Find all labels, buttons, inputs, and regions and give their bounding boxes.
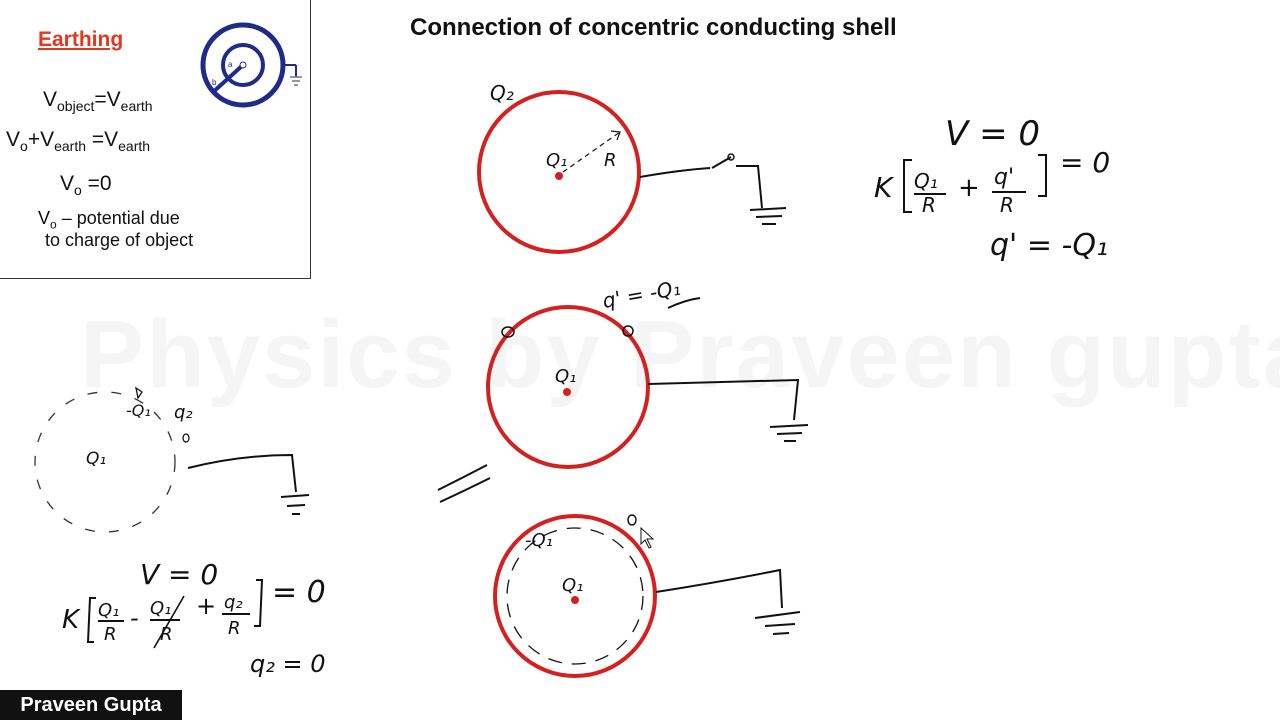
cancel-stroke — [153, 595, 185, 649]
cursor-icon — [640, 526, 655, 549]
eq-minus: - — [130, 604, 139, 632]
shell-diagram-bottom: Q₁ -Q₁ — [493, 514, 801, 678]
eq-v-zero: V = 0 — [140, 558, 218, 591]
svg-text:a: a — [228, 60, 233, 69]
label-q1: Q₁ — [555, 366, 576, 387]
label-q1: Q₁ — [546, 150, 567, 171]
outer-shell — [493, 514, 657, 678]
eq-frac-b-den: R — [1000, 193, 1014, 217]
shell-sketch-left: Q₁ -Q₁ q₂ — [34, 386, 310, 533]
wire — [639, 167, 711, 178]
equations-right: V = 0 K Q₁ R + q' R = 0 q' = -Q₁ — [874, 114, 1110, 263]
page-title: Connection of concentric conducting shel… — [410, 14, 897, 41]
label-q2: Q₂ — [490, 81, 514, 105]
outer-shell — [486, 305, 650, 469]
eq-v-zero: V = 0 — [945, 114, 1040, 154]
panel-note-line2: to charge of object — [45, 230, 194, 250]
panel-heading: Earthing — [38, 28, 124, 51]
earthing-panel: Earthing Vobject=Vearth Vo+Vearth =Veart… — [0, 0, 311, 279]
eq-frac-b-den: R — [160, 624, 173, 645]
eq-equals-zero: = 0 — [272, 575, 326, 610]
eq-frac-b-num: Q₁ — [150, 598, 171, 619]
earthed-shell-icon: a b — [200, 22, 302, 108]
ground-symbol — [769, 424, 809, 428]
wire — [647, 378, 800, 421]
shell-diagram-middle: Q₁ q' = -Q₁ — [486, 276, 809, 469]
equation-sum-earth: Vo+Vearth =Vearth — [6, 128, 151, 155]
inner-charge-dot — [571, 596, 579, 604]
svg-text:b: b — [212, 78, 217, 87]
ground-symbol — [280, 494, 310, 498]
eq-equals-zero: = 0 — [1060, 146, 1110, 179]
wire — [655, 568, 783, 609]
label-neg-q1: -Q₁ — [525, 530, 553, 551]
equation-vo-zero: Vo =0 — [60, 172, 112, 199]
eq-k: K — [874, 171, 895, 204]
equations-left: V = 0 K Q₁ R - Q₁ R + q₂ R = 0 q₂ = 0 — [62, 558, 326, 678]
label-q1: Q₁ — [86, 449, 106, 469]
eq-result: q' = -Q₁ — [990, 228, 1108, 263]
eq-plus: + — [958, 173, 980, 203]
induced-charge-mark — [501, 326, 515, 338]
equation-object-earth: Vobject=Vearth — [43, 88, 153, 115]
eq-plus: + — [196, 592, 216, 620]
eq-frac-a-den: R — [922, 193, 936, 217]
shell-outline — [34, 391, 176, 533]
label-q2: q₂ — [174, 402, 193, 423]
radius-arrow — [562, 131, 621, 173]
label-q1: Q₁ — [562, 575, 583, 596]
ground-symbol — [749, 207, 787, 211]
induced-charge-mark — [622, 325, 634, 337]
label-neg-q1: -Q₁ — [126, 401, 151, 420]
inner-charge-dot — [563, 388, 571, 396]
eq-frac-b-num: q' — [994, 165, 1014, 190]
eq-frac-a-num: Q₁ — [914, 169, 938, 193]
eq-k: K — [62, 605, 81, 635]
eq-frac-a-den: R — [104, 624, 117, 645]
outer-shell — [477, 90, 641, 254]
label-r: R — [604, 150, 617, 171]
wire — [187, 453, 297, 493]
presenter-name-badge: Praveen Gupta — [0, 690, 182, 720]
shell-diagram-top: Q₂ Q₁ R — [477, 81, 787, 254]
inner-charge-dot — [555, 172, 563, 180]
equivalence-arrow — [437, 464, 491, 503]
eq-frac-a-num: Q₁ — [98, 600, 119, 621]
induced-charge-layer — [506, 527, 644, 665]
panel-note: Vo – potential due — [38, 208, 180, 232]
eq-result: q₂ = 0 — [250, 650, 326, 678]
eq-frac-c-den: R — [228, 618, 241, 639]
ground-symbol — [754, 611, 801, 619]
eq-frac-c-num: q₂ — [224, 592, 243, 613]
